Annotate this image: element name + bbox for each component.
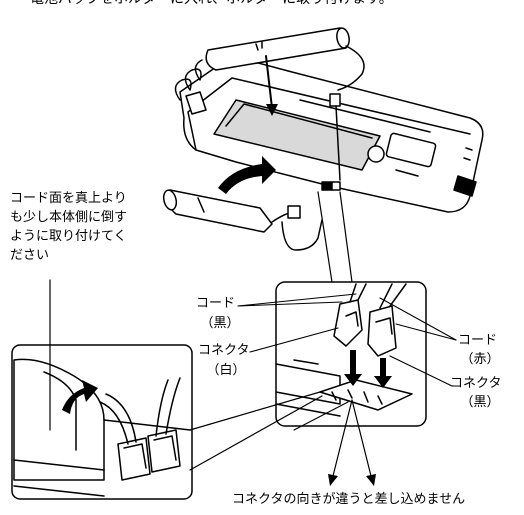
connector-black-color: （黒） (460, 395, 500, 410)
connector-black-label: コネクタ (450, 376, 502, 391)
cord-direction-detail-box (11, 344, 193, 500)
connector-orientation-warning: コネクタの向きが違うと差し込めません (232, 492, 466, 507)
connector-detail-box (275, 281, 427, 427)
cord-face-instruction-line-2: も少し本体側に倒す (10, 210, 128, 225)
label-leaders (237, 293, 457, 431)
cord-right-path (335, 105, 341, 181)
cord-black-color: （黒） (200, 316, 240, 331)
cord-face-instruction-line-3: ように取り付けてく (10, 229, 127, 244)
cord-red-color: （赤） (460, 352, 500, 367)
cord-red-label: コード (458, 333, 498, 348)
cord-face-instruction-line-1: コード面を真上より (10, 191, 127, 206)
zoom-leader-lines (317, 191, 353, 283)
cord-black-label: コード (196, 296, 236, 311)
cord-face-instruction-line-4: ださい (10, 248, 50, 263)
top-text-cut: 電池パックをホルダーに入れ、ホルダーに取り付けます。 (30, 0, 393, 9)
connector-white-color: （白） (206, 363, 246, 378)
battery-pack-lower (162, 156, 323, 251)
connector-white-label: コネクタ (198, 343, 250, 358)
battery-pack-upper (205, 27, 365, 116)
